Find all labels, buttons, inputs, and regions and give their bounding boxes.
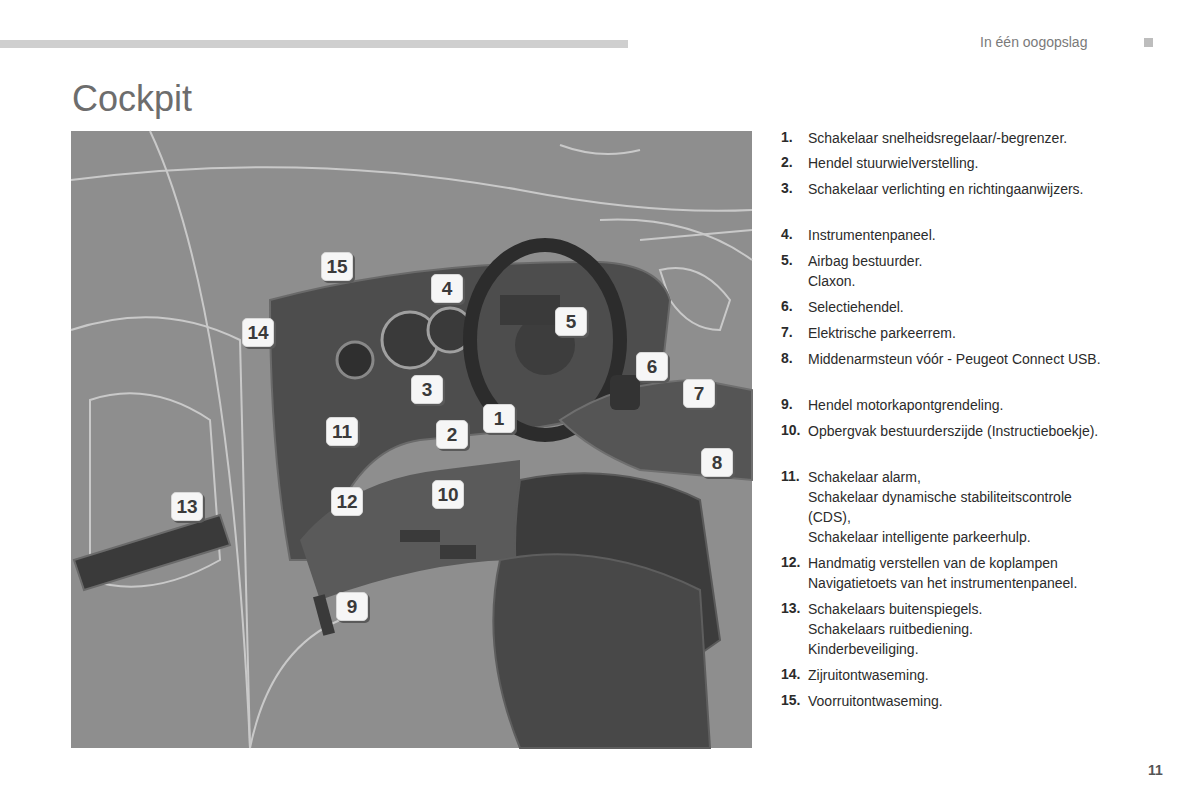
callout-number: 5 [555, 307, 587, 336]
item-line: Instrumentenpaneel. [808, 225, 1118, 245]
callout-number: 2 [436, 420, 468, 449]
item-text: Instrumentenpaneel. [808, 225, 1118, 245]
callout-number: 1 [483, 404, 515, 433]
item-text: Hendel motorkapontgrendeling. [808, 395, 1118, 415]
item-text: Handmatig verstellen van de koplampenNav… [808, 553, 1118, 593]
item-number: 11. [781, 468, 800, 484]
item-line: Hendel stuurwielverstelling. [808, 153, 1118, 173]
item-text: Opbergvak bestuurderszijde (Instructiebo… [808, 421, 1118, 441]
item-text: Schakelaar verlichting en richtingaanwij… [808, 179, 1118, 199]
item-line: Schakelaar verlichting en richtingaanwij… [808, 179, 1118, 199]
item-number: 6. [781, 298, 793, 314]
item-line: Navigatietoets van het instrumentenpanee… [808, 573, 1118, 593]
callout-number: 11 [326, 417, 358, 446]
callout-number: 9 [336, 592, 368, 621]
page-title: Cockpit [72, 78, 192, 120]
item-text: Schakelaar snelheidsregelaar/-begrenzer. [808, 128, 1118, 148]
callout-number: 8 [701, 448, 733, 477]
item-line: Schakelaars ruitbediening. [808, 619, 1118, 639]
item-number: 7. [781, 324, 793, 340]
item-number: 8. [781, 350, 793, 366]
item-text: Selectiehendel. [808, 297, 1118, 317]
item-number: 3. [781, 180, 793, 196]
item-text: Zijruitontwaseming. [808, 665, 1118, 685]
item-line: Airbag bestuurder. [808, 251, 1118, 271]
item-number: 9. [781, 396, 793, 412]
item-line: Schakelaar intelligente parkeerhulp. [808, 527, 1118, 547]
item-number: 5. [781, 252, 793, 268]
item-line: Claxon. [808, 271, 1118, 291]
item-text: Hendel stuurwielverstelling. [808, 153, 1118, 173]
callout-number: 13 [171, 492, 203, 521]
item-line: Schakelaars buitenspiegels. [808, 599, 1118, 619]
item-number: 15. [781, 692, 800, 708]
item-line: Zijruitontwaseming. [808, 665, 1118, 685]
item-text: Schakelaar alarm,Schakelaar dynamische s… [808, 467, 1118, 547]
item-line: Elektrische parkeerrem. [808, 323, 1118, 343]
item-number: 14. [781, 666, 800, 682]
item-line: Voorruitontwaseming. [808, 691, 1118, 711]
item-line: Kinderbeveiliging. [808, 639, 1118, 659]
item-number: 13. [781, 600, 800, 616]
item-text: Elektrische parkeerrem. [808, 323, 1118, 343]
item-line: Schakelaar alarm, [808, 467, 1118, 487]
callout-number: 12 [331, 487, 363, 516]
callout-number: 14 [242, 318, 274, 347]
item-number: 1. [781, 129, 793, 145]
item-line: Selectiehendel. [808, 297, 1118, 317]
item-line: Hendel motorkapontgrendeling. [808, 395, 1118, 415]
item-line: Schakelaar snelheidsregelaar/-begrenzer. [808, 128, 1118, 148]
item-number: 10. [781, 422, 800, 438]
callout-number: 6 [636, 352, 668, 381]
callout-number: 15 [321, 252, 353, 281]
callout-number: 3 [411, 375, 443, 404]
item-line: Handmatig verstellen van de koplampen [808, 553, 1118, 573]
item-number: 4. [781, 226, 793, 242]
item-number: 2. [781, 154, 793, 170]
item-number: 12. [781, 554, 800, 570]
callout-number: 4 [431, 274, 463, 303]
callout-number: 7 [683, 379, 715, 408]
item-text: Voorruitontwaseming. [808, 691, 1118, 711]
item-text: Middenarmsteun vóór - Peugeot Connect US… [808, 349, 1118, 369]
page-number: 11 [1148, 762, 1163, 778]
item-line: Opbergvak bestuurderszijde (Instructiebo… [808, 421, 1118, 441]
running-header: In één oogopslag [980, 34, 1087, 50]
item-text: Schakelaars buitenspiegels.Schakelaars r… [808, 599, 1118, 659]
callout-number: 10 [432, 480, 464, 509]
item-line: Schakelaar dynamische stabiliteitscontro… [808, 487, 1118, 527]
item-text: Airbag bestuurder.Claxon. [808, 251, 1118, 291]
item-line: Middenarmsteun vóór - Peugeot Connect US… [808, 349, 1118, 369]
